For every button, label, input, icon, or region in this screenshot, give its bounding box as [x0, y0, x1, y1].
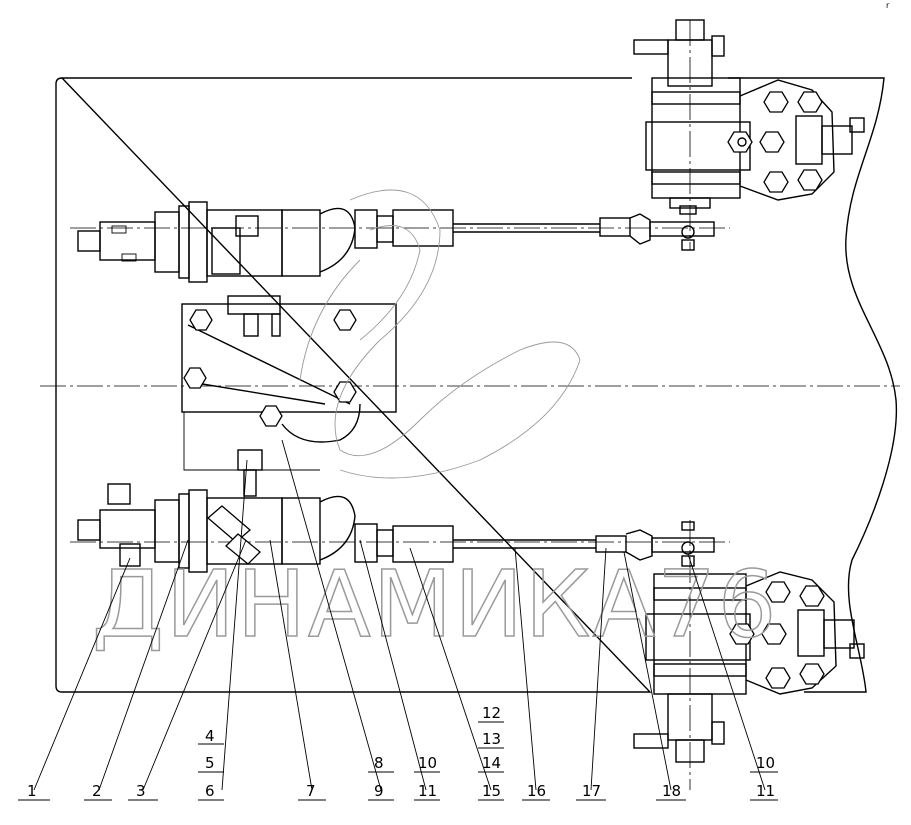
callout-13: 13	[482, 730, 501, 748]
callout-6: 6	[205, 782, 215, 800]
callout-4: 4	[205, 727, 215, 745]
corner-mark: r	[886, 1, 890, 10]
callout-leaders	[18, 439, 778, 801]
callout-labels: 1 2 3 4 5 6 7 8 9 10 11 12 13 14 15 16 1…	[27, 704, 775, 800]
watermark-text: ДИНАМИКА76	[92, 551, 778, 658]
callout-8: 8	[374, 754, 384, 772]
callout-12: 12	[482, 704, 501, 722]
upper-bracket	[181, 295, 397, 471]
callout-10-right: 10	[756, 754, 775, 772]
lower-caliper	[633, 571, 865, 763]
callout-14: 14	[482, 754, 501, 772]
callout-11-right: 11	[756, 782, 775, 800]
callout-9: 9	[374, 782, 384, 800]
callout-18: 18	[662, 782, 681, 800]
callout-2: 2	[92, 782, 102, 800]
callout-16: 16	[527, 782, 546, 800]
watermark: ДИНАМИКА76	[91, 189, 778, 659]
callout-17: 17	[582, 782, 601, 800]
upper-caliper	[633, 19, 865, 209]
base-plate-outline	[55, 77, 898, 693]
callout-7: 7	[306, 782, 316, 800]
callout-1: 1	[27, 782, 37, 800]
upper-brake-chamber	[77, 201, 715, 283]
callout-10-left: 10	[418, 754, 437, 772]
callout-3: 3	[136, 782, 146, 800]
lower-brake-chamber	[77, 449, 715, 573]
callout-11-left: 11	[418, 782, 437, 800]
callout-15: 15	[482, 782, 501, 800]
callout-5: 5	[205, 754, 215, 772]
